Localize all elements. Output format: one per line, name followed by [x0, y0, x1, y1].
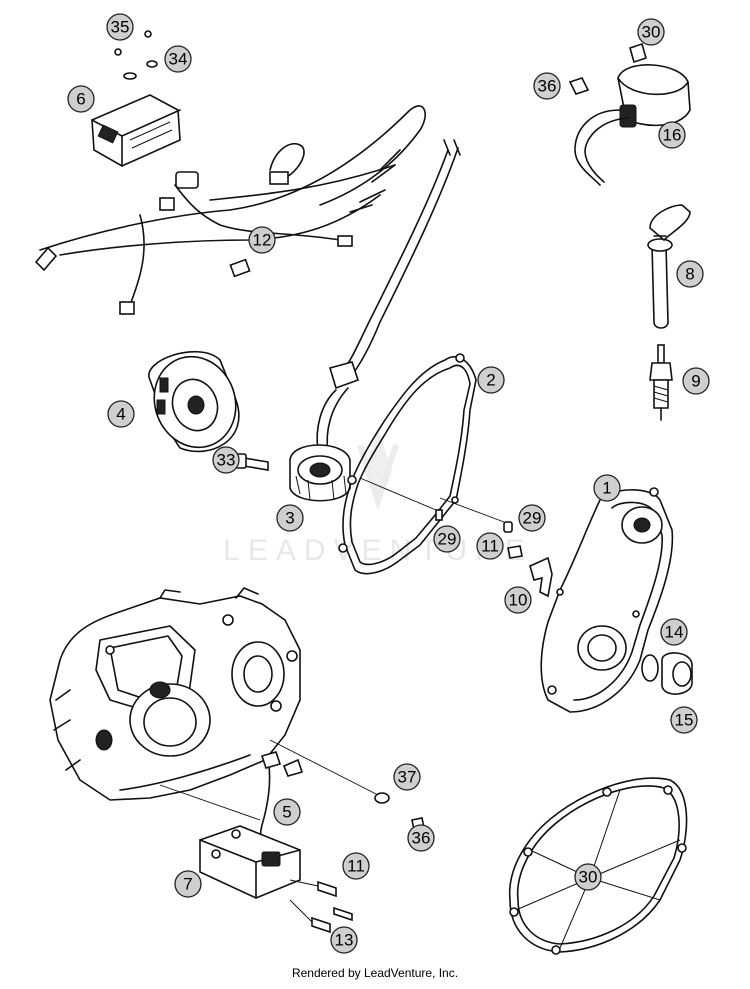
svg-text:37: 37: [398, 768, 417, 787]
part-screw-plug[interactable]: [661, 652, 693, 695]
part-washer-screw[interactable]: [374, 792, 425, 831]
exploded-parts-diagram: LEADVENTURE: [34, 13, 710, 955]
svg-text:15: 15: [675, 711, 694, 730]
svg-text:29: 29: [523, 509, 542, 528]
part-stator[interactable]: [289, 139, 461, 502]
svg-text:10: 10: [509, 591, 528, 610]
callout-36-sensor: 36: [407, 824, 435, 852]
callout-10: 10: [504, 586, 532, 614]
svg-text:36: 36: [412, 829, 431, 848]
svg-text:1: 1: [602, 479, 611, 498]
svg-text:12: 12: [253, 231, 272, 250]
callout-33: 33: [212, 446, 240, 474]
callout-2: 2: [477, 366, 505, 394]
svg-text:36: 36: [538, 77, 557, 96]
callout-30-gasket: 30: [574, 863, 602, 891]
watermark-text: LEADVENTURE: [223, 534, 533, 567]
part-sensor-bracket[interactable]: [199, 825, 301, 899]
part-screws-small[interactable]: [114, 30, 158, 80]
callout-5: 5: [273, 798, 301, 826]
callout-6: 6: [67, 85, 95, 113]
callout-36-coil: 36: [533, 72, 561, 100]
svg-text:11: 11: [347, 857, 365, 876]
part-flywheel-rotor[interactable]: [142, 345, 249, 459]
callout-4: 4: [107, 400, 135, 428]
part-stator-screw[interactable]: [235, 453, 269, 471]
part-control-unit[interactable]: [91, 94, 181, 167]
part-wiring-harness[interactable]: [34, 105, 426, 315]
callout-14: 14: [660, 618, 688, 646]
callout-15: 15: [670, 706, 698, 734]
callout-11-cover: 11: [476, 532, 504, 560]
callout-34: 34: [164, 45, 192, 73]
part-spark-plug[interactable]: [649, 344, 673, 421]
part-ignition-cover[interactable]: [540, 487, 674, 713]
callout-35: 35: [106, 13, 134, 41]
svg-text:9: 9: [691, 372, 700, 391]
svg-text:5: 5: [282, 803, 291, 822]
part-ignition-coil[interactable]: [568, 42, 691, 186]
callout-37: 37: [393, 763, 421, 791]
callout-29-upper: 29: [518, 504, 546, 532]
callout-30-coil: 30: [637, 18, 665, 46]
callout-16: 16: [658, 121, 686, 149]
callout-3: 3: [276, 504, 304, 532]
callout-9: 9: [682, 367, 710, 395]
callout-29-lower: 29: [433, 525, 461, 553]
svg-text:29: 29: [438, 530, 457, 549]
callout-13: 13: [330, 926, 358, 954]
svg-text:7: 7: [183, 875, 192, 894]
svg-text:13: 13: [335, 931, 354, 950]
part-cover-gasket[interactable]: [338, 353, 477, 575]
svg-text:33: 33: [217, 451, 236, 470]
callout-8: 8: [676, 260, 704, 288]
part-o-ring[interactable]: [641, 654, 659, 682]
part-clutch-cover-gasket[interactable]: [508, 777, 688, 955]
svg-text:30: 30: [642, 23, 661, 42]
callout-12: 12: [248, 226, 276, 254]
svg-text:14: 14: [665, 623, 684, 642]
svg-text:6: 6: [76, 90, 85, 109]
callout-7: 7: [174, 870, 202, 898]
footer-credit: Rendered by LeadVenture, Inc.: [291, 966, 459, 980]
watermark-logo: [357, 430, 399, 510]
callout-1: 1: [593, 474, 621, 502]
part-crankcase[interactable]: [49, 587, 379, 821]
part-spark-plug-connector[interactable]: [647, 204, 691, 329]
svg-text:4: 4: [116, 405, 125, 424]
part-cable-clamp[interactable]: [507, 545, 553, 598]
part-bracket-screws[interactable]: [289, 879, 353, 934]
svg-text:30: 30: [579, 868, 598, 887]
callout-11-bracket: 11: [342, 852, 370, 880]
part-dowel-pins[interactable]: [359, 477, 513, 533]
svg-text:3: 3: [285, 509, 294, 528]
svg-text:8: 8: [685, 265, 694, 284]
svg-text:16: 16: [663, 126, 682, 145]
svg-text:11: 11: [481, 537, 499, 556]
svg-text:35: 35: [111, 18, 130, 37]
svg-text:34: 34: [169, 50, 188, 69]
svg-text:2: 2: [486, 371, 495, 390]
